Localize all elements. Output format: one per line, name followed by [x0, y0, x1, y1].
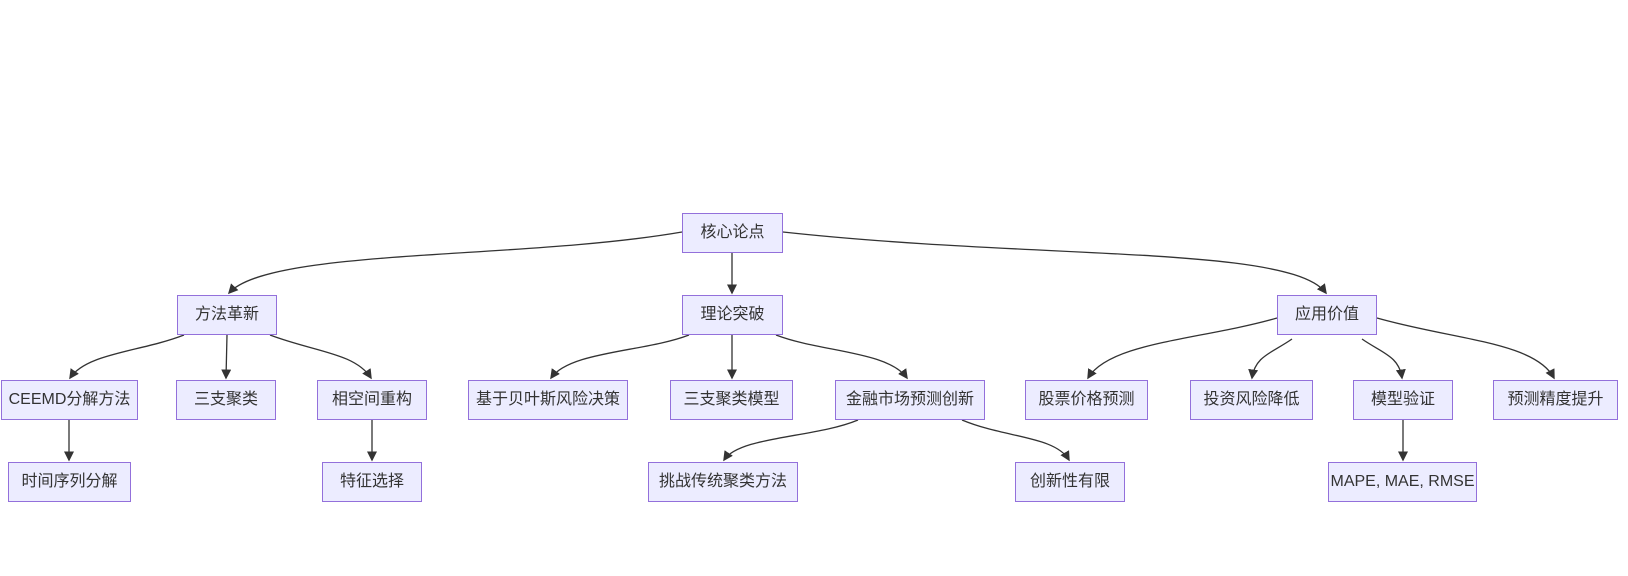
edge-application-accuracy — [1376, 317, 1555, 380]
node-method-innovation: 方法革新 — [177, 295, 277, 335]
edge-application-risk-reduction — [1248, 338, 1293, 380]
edge-application-stock-prediction — [1087, 317, 1278, 380]
edge-theory-bayes — [550, 334, 690, 380]
node-feature-selection: 特征选择 — [322, 462, 422, 502]
node-investment-risk-reduction: 投资风险降低 — [1190, 380, 1313, 420]
node-theory-breakthrough: 理论突破 — [682, 295, 783, 335]
node-stock-price-prediction: 股票价格预测 — [1025, 380, 1148, 420]
edge-finance-innovation-limited-novelty — [961, 419, 1070, 462]
node-application-value: 应用价值 — [1277, 295, 1377, 335]
edge-method-phase-space — [269, 334, 372, 380]
edge-root-method — [227, 231, 683, 295]
node-phase-space-reconstruction: 相空间重构 — [317, 380, 427, 420]
edge-root-application — [782, 231, 1327, 295]
edge-finance-innovation-challenge — [723, 419, 859, 462]
node-limited-novelty: 创新性有限 — [1015, 462, 1125, 502]
edge-theory-finance-innovation — [775, 334, 908, 380]
node-core-argument: 核心论点 — [682, 213, 783, 253]
node-ceemd-decomposition: CEEMD分解方法 — [1, 380, 138, 420]
node-model-validation: 模型验证 — [1353, 380, 1453, 420]
node-three-way-clustering: 三支聚类 — [176, 380, 276, 420]
node-bayesian-risk-decision: 基于贝叶斯风险决策 — [468, 380, 628, 420]
node-financial-market-prediction-innovation: 金融市场预测创新 — [835, 380, 985, 420]
edge-method-ceemd — [69, 334, 185, 380]
edge-method-three-way — [221, 334, 232, 380]
node-time-series-decomposition: 时间序列分解 — [8, 462, 131, 502]
node-evaluation-metrics: MAPE, MAE, RMSE — [1328, 462, 1477, 502]
edge-application-model-validation — [1361, 338, 1406, 380]
node-challenge-traditional-clustering: 挑战传统聚类方法 — [648, 462, 798, 502]
node-prediction-accuracy-improvement: 预测精度提升 — [1493, 380, 1618, 420]
node-three-way-clustering-model: 三支聚类模型 — [670, 380, 793, 420]
